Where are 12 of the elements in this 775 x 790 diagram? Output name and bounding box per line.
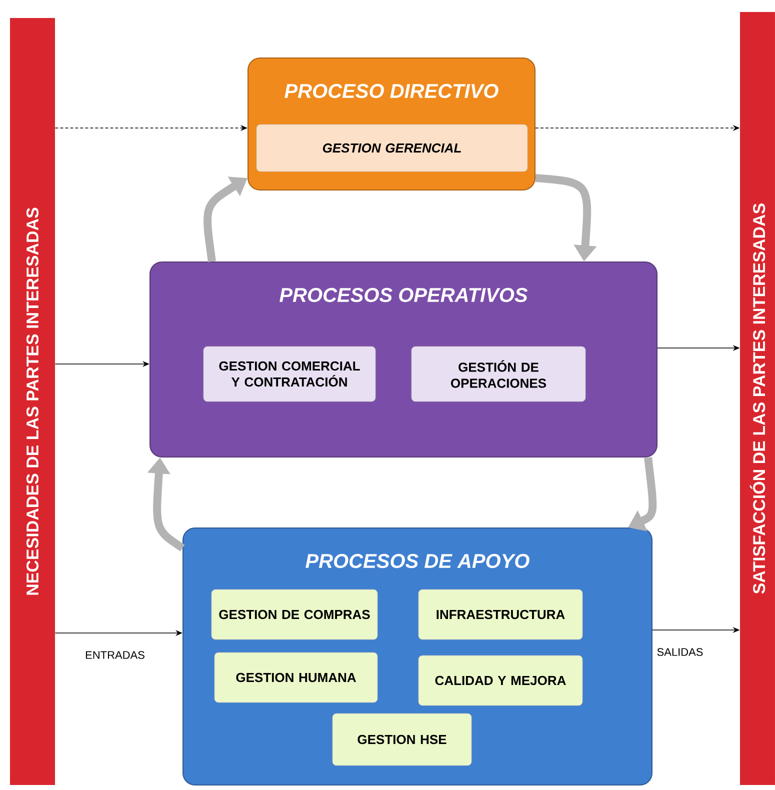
edge-label: SALIDAS [656,647,704,657]
process-box: GESTION GERENCIAL [256,124,528,172]
process-box: CALIDAD Y MEJORA [418,655,583,706]
edge-label: ENTRADAS [84,650,146,660]
process-box: INFRAESTRUCTURA [418,589,583,640]
side-bar: NECESIDADES DE LAS PARTES INTERESADAS [10,18,55,785]
process-box: GESTIÓN DE OPERACIONES [411,346,586,402]
process-box: GESTION HUMANA [214,652,378,703]
process-box: GESTION DE COMPRAS [211,589,378,640]
process-box: GESTION COMERCIAL Y CONTRATACIÓN [203,346,376,402]
side-bar: SATISFACCIÓN DE LAS PARTES INTERESADAS [740,12,775,785]
process-box: GESTION HSE [332,713,472,766]
